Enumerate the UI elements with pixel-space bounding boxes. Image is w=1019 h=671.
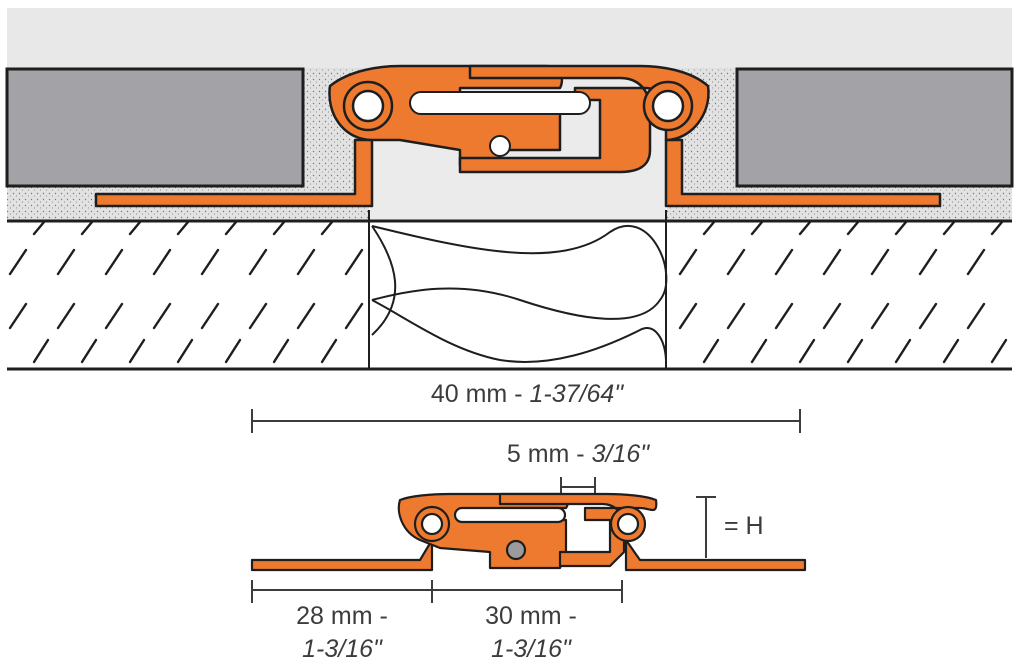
overall-width-metric: 40 mm - [430,380,523,408]
height-text: = H [724,512,764,540]
left-substrate-hatch [8,222,364,364]
height-dimension-line [696,496,716,558]
overall-dimension-line [251,409,801,433]
right-substrate-hatch [678,222,1008,364]
center-pin [489,135,511,157]
left-flange-label: 28 mm - 1-3/16" [296,604,388,662]
gap-width-label: 5 mm - 3/16" [507,442,649,467]
detail-left-flange [250,538,434,572]
bottom-dimension-line [251,580,623,603]
top-surface-band [7,8,1012,68]
overall-width-label: 40 mm - 1-37/64" [431,382,623,407]
detail-right-hinge-hole [616,512,640,536]
left-flange-metric: 28 mm - [296,602,388,630]
center-body-label: 30 mm - 1-3/16" [485,604,577,662]
center-body-imperial: 1-3/16" [491,635,571,663]
detail-left-hinge-hole [420,512,444,536]
right-hinge-hole [651,89,685,123]
upper-slot [409,91,591,115]
height-label: = H [724,514,764,539]
detail-right-flange [624,538,807,572]
gap-width-metric: 5 mm - [506,440,585,468]
gap-width-imperial: 3/16" [591,440,650,468]
profile-detail-view [250,492,807,572]
left-hinge-hole [351,89,385,123]
overall-width-imperial: 1-37/64" [529,380,624,408]
detail-upper-slot [453,506,567,524]
right-tile [735,67,1014,188]
backer-rod-icon [371,224,668,363]
cross-section-view [5,8,1014,371]
left-tile [5,67,305,188]
center-body-metric: 30 mm - [485,602,577,630]
left-flange-imperial: 1-3/16" [302,635,382,663]
detail-gray-pin [505,539,527,561]
